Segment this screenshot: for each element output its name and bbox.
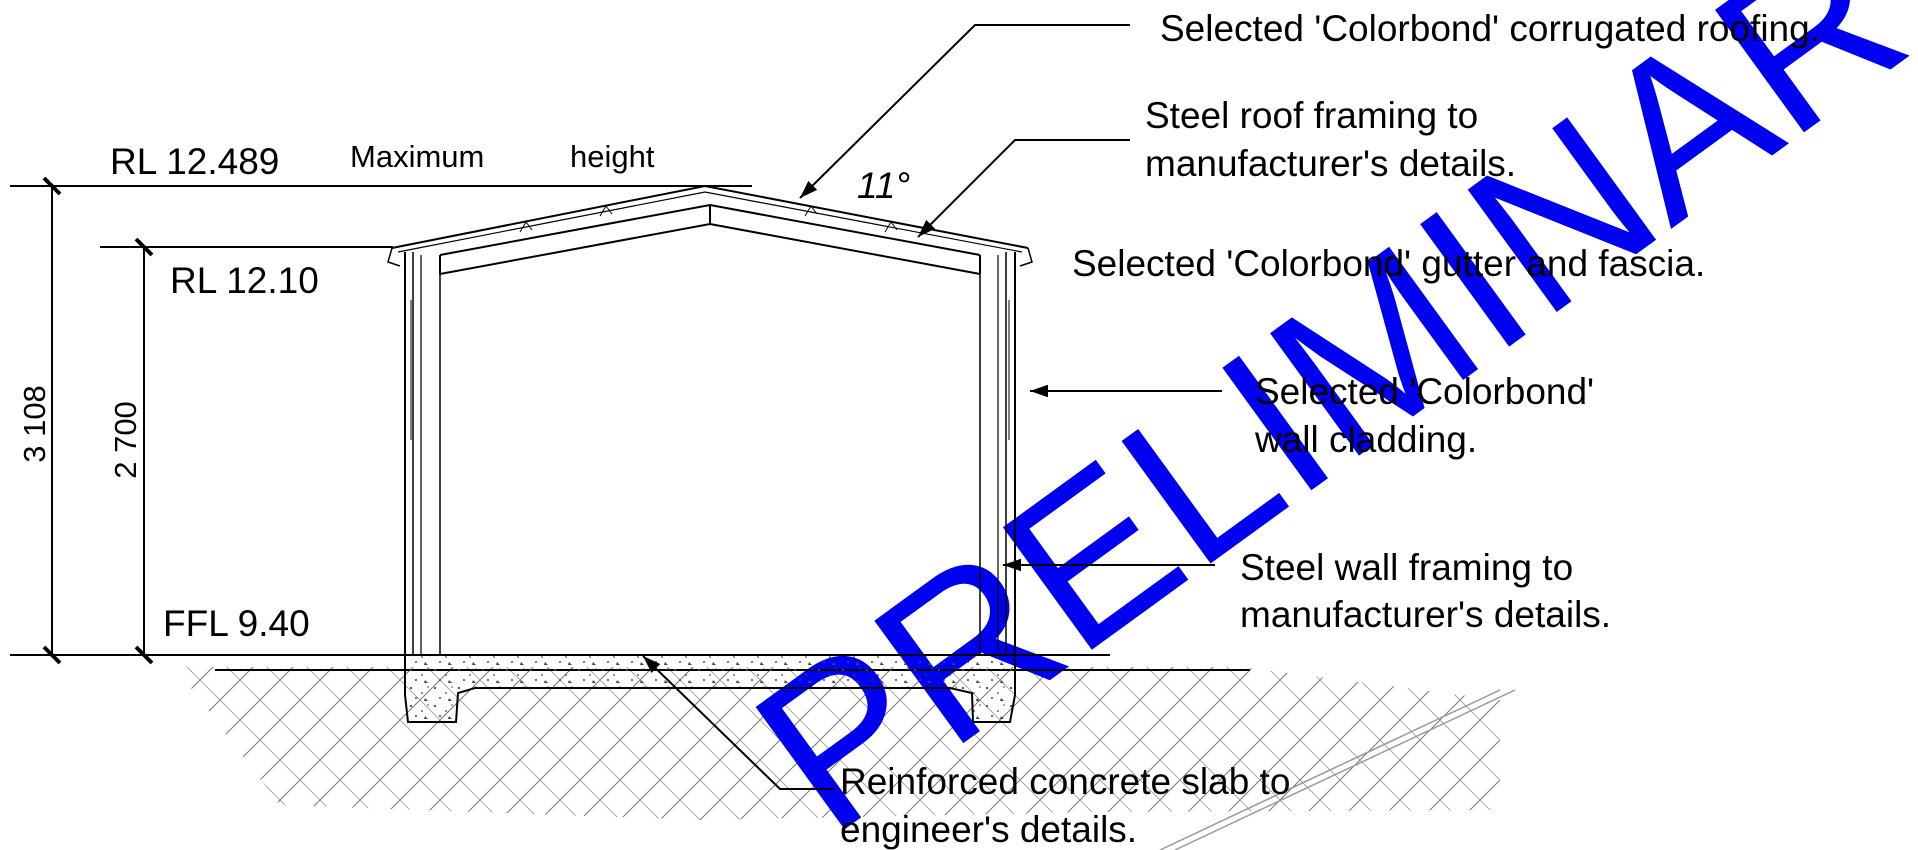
overall-height-dimension: 3 108 [17, 385, 52, 463]
eave-rl-label: RL 12.10 [170, 260, 319, 301]
wall-height-dimension: 2 700 [108, 401, 143, 479]
ground-hatch [175, 667, 1516, 850]
roof-framing-callout-line-2: manufacturer's details. [1145, 143, 1516, 184]
cladding-callout-line-1: Selected 'Colorbond' [1255, 371, 1594, 412]
slab-callout-line-1: Reinforced concrete slab to [840, 761, 1290, 802]
wall-framing-callout-line-1: Steel wall framing to [1240, 547, 1573, 588]
ffl-label: FFL 9.40 [163, 603, 310, 644]
gutter-callout: Selected 'Colorbond' gutter and fascia. [1072, 243, 1705, 284]
roof-framing [387, 184, 1033, 275]
roofing-callout: Selected 'Colorbond' corrugated roofing. [1160, 8, 1820, 49]
building-walls [404, 252, 1016, 655]
max-height-label: Maximum [350, 139, 484, 174]
concrete-slab [404, 654, 1016, 723]
max-height-label-2: height [570, 139, 655, 174]
ridge-rl-label: RL 12.489 [110, 141, 279, 182]
wall-framing-callout-line-2: manufacturer's details. [1240, 594, 1611, 635]
dimension-lines [42, 176, 154, 665]
cladding-callout-line-2: wall cladding. [1254, 419, 1477, 460]
roof-pitch-label: 11° [857, 165, 910, 206]
roof-framing-callout-line-1: Steel roof framing to [1145, 95, 1478, 136]
slab-callout-line-2: engineer's details. [840, 809, 1137, 850]
callout-leaders [642, 24, 1222, 790]
